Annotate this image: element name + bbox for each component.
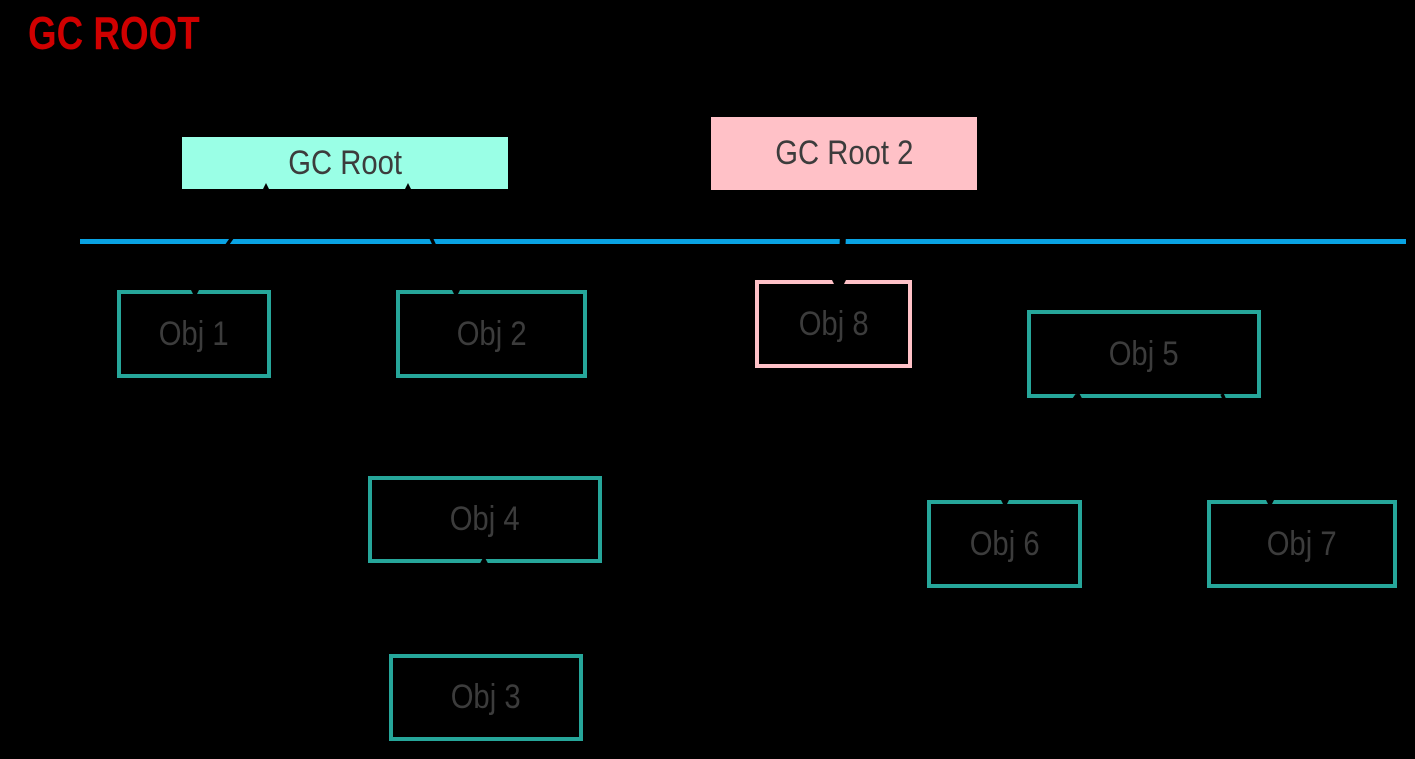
- obj-7-node[interactable]: Obj 7: [1207, 500, 1397, 588]
- obj-5-node[interactable]: Obj 5: [1027, 310, 1261, 398]
- node-label: Obj 2: [456, 314, 527, 353]
- edge-obj5-obj7: [1220, 393, 1277, 508]
- node-label: Obj 7: [1267, 524, 1337, 563]
- obj-2-node[interactable]: Obj 2: [396, 290, 587, 378]
- gc-root-2-node[interactable]: GC Root 2: [711, 117, 977, 190]
- gc-root-node[interactable]: GC Root: [182, 137, 508, 189]
- node-label: Obj 4: [450, 500, 520, 538]
- heap-separator-line: [80, 239, 1406, 244]
- diagram-title: GC ROOT: [28, 7, 200, 59]
- node-label: Obj 3: [451, 678, 521, 716]
- node-label: GC Root: [288, 143, 402, 182]
- obj-3-node[interactable]: Obj 3: [389, 654, 583, 741]
- node-label: Obj 8: [798, 304, 869, 343]
- obj-6-node[interactable]: Obj 6: [927, 500, 1082, 588]
- node-label: GC Root 2: [774, 134, 914, 172]
- obj-4-node[interactable]: Obj 4: [368, 476, 602, 563]
- node-label: Obj 5: [1109, 334, 1179, 373]
- node-label: Obj 1: [159, 314, 229, 353]
- obj-8-node[interactable]: Obj 8: [755, 280, 912, 368]
- node-label: Obj 6: [969, 524, 1040, 563]
- edge-obj5-obj6: [998, 391, 1084, 508]
- edge-obj3-obj4: [477, 556, 491, 654]
- obj-1-node[interactable]: Obj 1: [117, 290, 271, 378]
